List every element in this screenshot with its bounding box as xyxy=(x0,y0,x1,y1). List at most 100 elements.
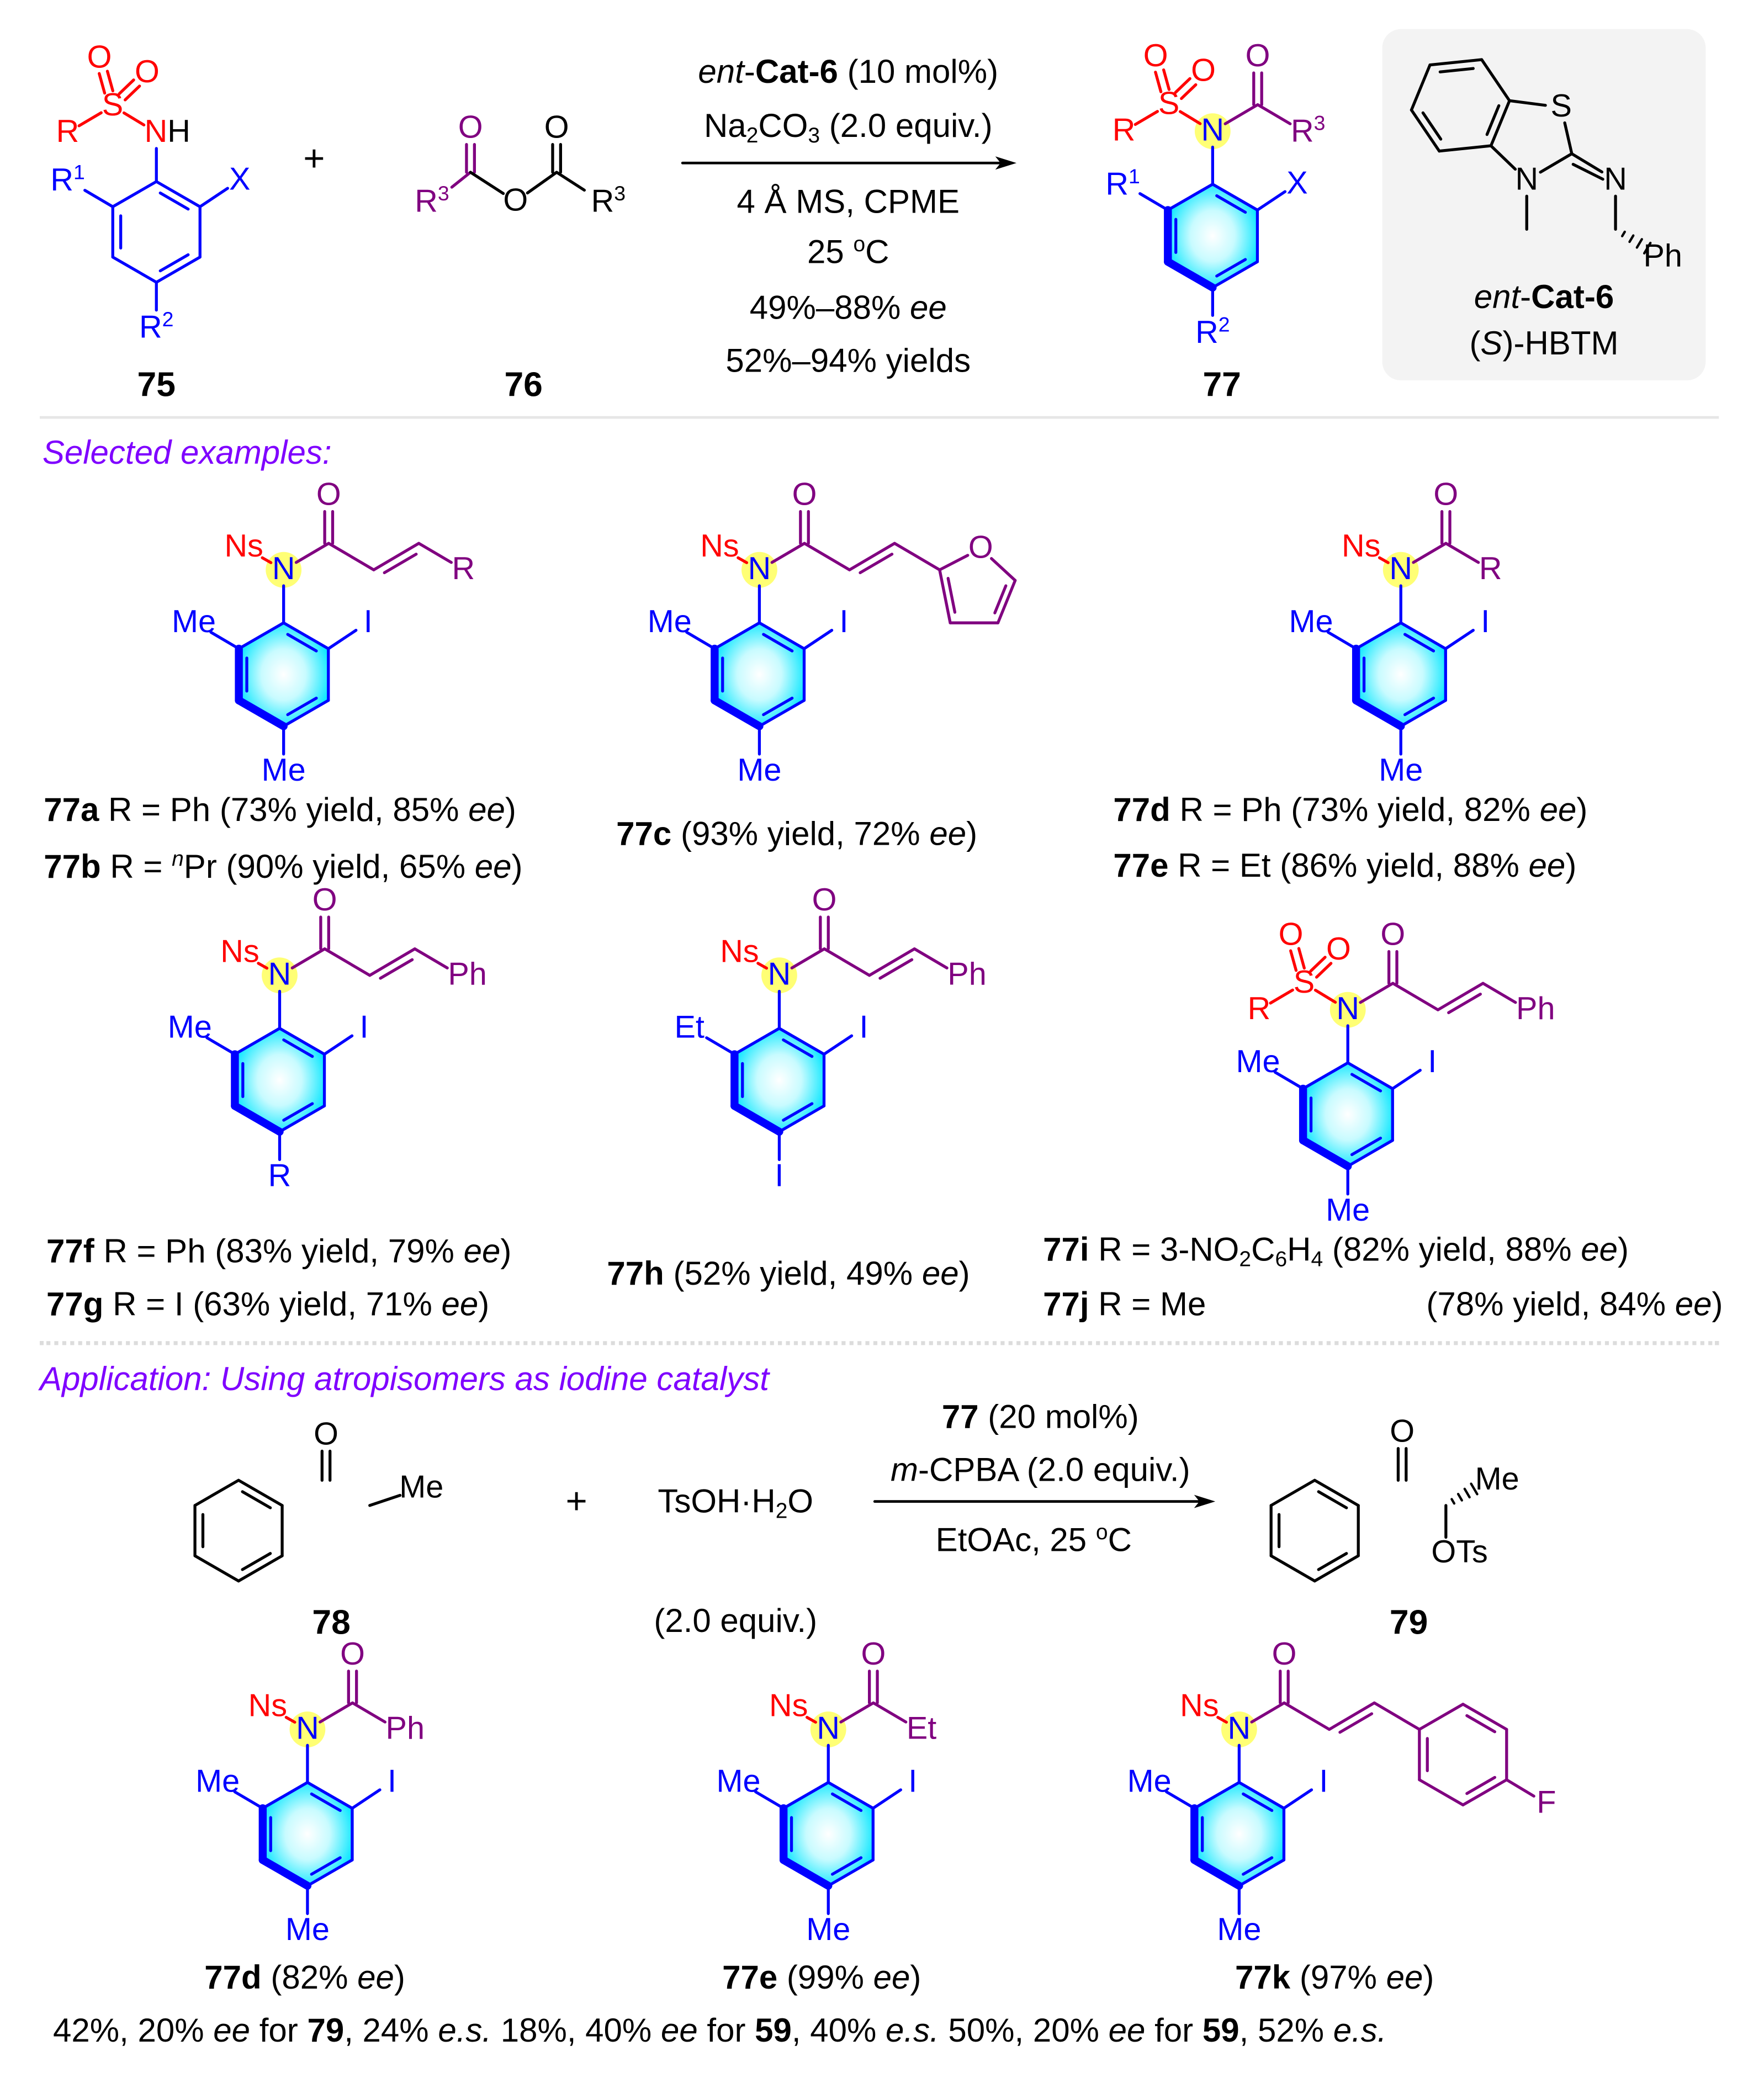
ortho-substituent-label: I xyxy=(1428,1043,1437,1080)
nitrogen-label: N xyxy=(1604,161,1627,198)
text-run: R = Ph (73% yield, 82% xyxy=(1170,792,1540,829)
bond xyxy=(555,171,586,192)
text-run: 77f xyxy=(46,1233,94,1270)
text-run: N xyxy=(144,114,168,150)
text-run: S xyxy=(1480,325,1503,363)
ring-bond xyxy=(261,1780,309,1810)
ring-bond xyxy=(233,1027,282,1056)
carbonyl-oxygen-label: O xyxy=(812,882,837,919)
bond xyxy=(1489,144,1517,171)
text-run: ee xyxy=(463,1233,501,1270)
text-run: ee xyxy=(910,289,947,327)
text-run: (10 mol%) xyxy=(838,54,999,91)
text-run: 77i xyxy=(1043,1231,1089,1269)
text-run: 59 xyxy=(1202,2012,1239,2050)
catalyst-caption: 77e (99% ee) xyxy=(722,1962,921,1995)
text-run: ent xyxy=(1474,279,1521,316)
acyl-substituent-label: R3 xyxy=(1291,114,1325,148)
hashed-bond xyxy=(1450,1498,1456,1505)
text-run: ) xyxy=(966,815,978,853)
carbonyl-oxygen-label: O xyxy=(792,477,817,513)
hashed-bond xyxy=(1628,234,1635,243)
compound-number-78: 78 xyxy=(312,1602,351,1642)
condition-text: 77 (20 mol%) xyxy=(942,1401,1139,1434)
carbonyl-oxygen-label: O xyxy=(1433,477,1459,513)
r-s-bond xyxy=(1133,110,1159,126)
substituent-bond xyxy=(83,189,114,209)
example-caption: 77c (93% yield, 72% ee) xyxy=(616,818,977,851)
double-bond-inner xyxy=(310,1792,342,1812)
double-bond-inner xyxy=(1215,258,1247,278)
nitrogen-label: N xyxy=(1227,1710,1251,1747)
double-bond-inner xyxy=(762,696,794,717)
ring-bond xyxy=(730,1101,783,1136)
double-bond-inner xyxy=(286,633,318,653)
reagent-label: TsOH·H2O xyxy=(658,1485,813,1523)
acyl-bond xyxy=(323,947,372,977)
text-run: 77a xyxy=(44,792,99,829)
text-run: ee xyxy=(441,1286,479,1323)
nitrogen-label: N xyxy=(272,551,295,587)
furan-bond xyxy=(990,557,1017,582)
ortho-substituent-label: I xyxy=(1319,1763,1328,1799)
r3-label: R3 xyxy=(591,184,626,218)
substituent-bond xyxy=(705,1036,737,1056)
alkene-double-bond xyxy=(859,553,894,575)
text-run: 2 xyxy=(162,309,174,332)
highlighted-aryl-ring xyxy=(1194,1782,1284,1886)
text-run: 77c xyxy=(616,815,672,853)
acyl-bond xyxy=(327,542,375,571)
substituent-bond xyxy=(802,628,834,650)
substituent-bond xyxy=(685,630,716,650)
r3-label: R3 xyxy=(415,184,449,218)
example-caption: 77a R = Ph (73% yield, 85% ee) xyxy=(44,794,516,828)
ring-bond xyxy=(282,698,330,728)
ring-bond xyxy=(713,621,761,650)
alkene-double-bond xyxy=(383,553,418,575)
text-run: C xyxy=(1108,1522,1132,1559)
alkene-bond xyxy=(372,542,421,571)
carbonyl-oxygen-label: O xyxy=(861,1636,886,1673)
ortho-substituent-label: Me xyxy=(1236,1043,1280,1080)
ring-bond xyxy=(1461,1778,1508,1806)
condition-text: EtOAc, 25 oC xyxy=(936,1522,1132,1558)
text-run: CO xyxy=(758,108,808,145)
double-bond-inner xyxy=(831,1792,863,1812)
acyl-bond xyxy=(872,1701,908,1724)
double-bond-inner xyxy=(1350,1136,1382,1157)
text-run: C xyxy=(865,234,889,271)
text-run: (78% yield, 84% xyxy=(1426,1286,1675,1323)
text-run: -CPBA (2.0 equiv.) xyxy=(918,1451,1190,1489)
para-substituent-label: Me xyxy=(806,1912,851,1948)
hashed-bond xyxy=(1643,241,1652,255)
para-substituent-label: Me xyxy=(1379,752,1423,789)
text-run: ) xyxy=(511,849,523,886)
carbonyl-oxygen-label: O xyxy=(1390,1414,1415,1450)
condition-text: 49%–88% ee xyxy=(750,289,947,327)
n-s-bond xyxy=(737,556,749,564)
ortho-substituent-label: X xyxy=(229,161,251,198)
catalyst-caption: 77k (97% ee) xyxy=(1235,1962,1434,1995)
furan-bond xyxy=(938,568,952,624)
text-run: (82% xyxy=(261,1959,358,1997)
condition-text: 4 Å MS, CPME xyxy=(737,183,960,221)
double-bond-inner xyxy=(1317,1490,1348,1509)
text-run: ) xyxy=(1617,1231,1629,1269)
n-s-bond xyxy=(1313,988,1337,1004)
ortho-substituent-label: I xyxy=(859,1009,868,1045)
ring-bond xyxy=(1418,1778,1465,1806)
nitrogen-label: N xyxy=(748,551,771,587)
r-s-bond xyxy=(1269,988,1294,1005)
ring-bond xyxy=(1352,696,1405,730)
acyl-bond xyxy=(1283,1701,1331,1731)
double-bond-inner xyxy=(1571,163,1604,181)
ortho-substituent-label: Me xyxy=(167,1009,212,1045)
ring-bond xyxy=(1190,1856,1243,1890)
n-acyl-bond xyxy=(294,542,330,564)
nitrogen-highlight xyxy=(262,957,298,994)
highlighted-aryl-ring xyxy=(734,1028,824,1132)
n-acyl-bond xyxy=(770,542,806,564)
text-run: 4 xyxy=(1311,1247,1323,1271)
double-bond xyxy=(98,72,107,95)
ring-bond xyxy=(306,1858,354,1888)
